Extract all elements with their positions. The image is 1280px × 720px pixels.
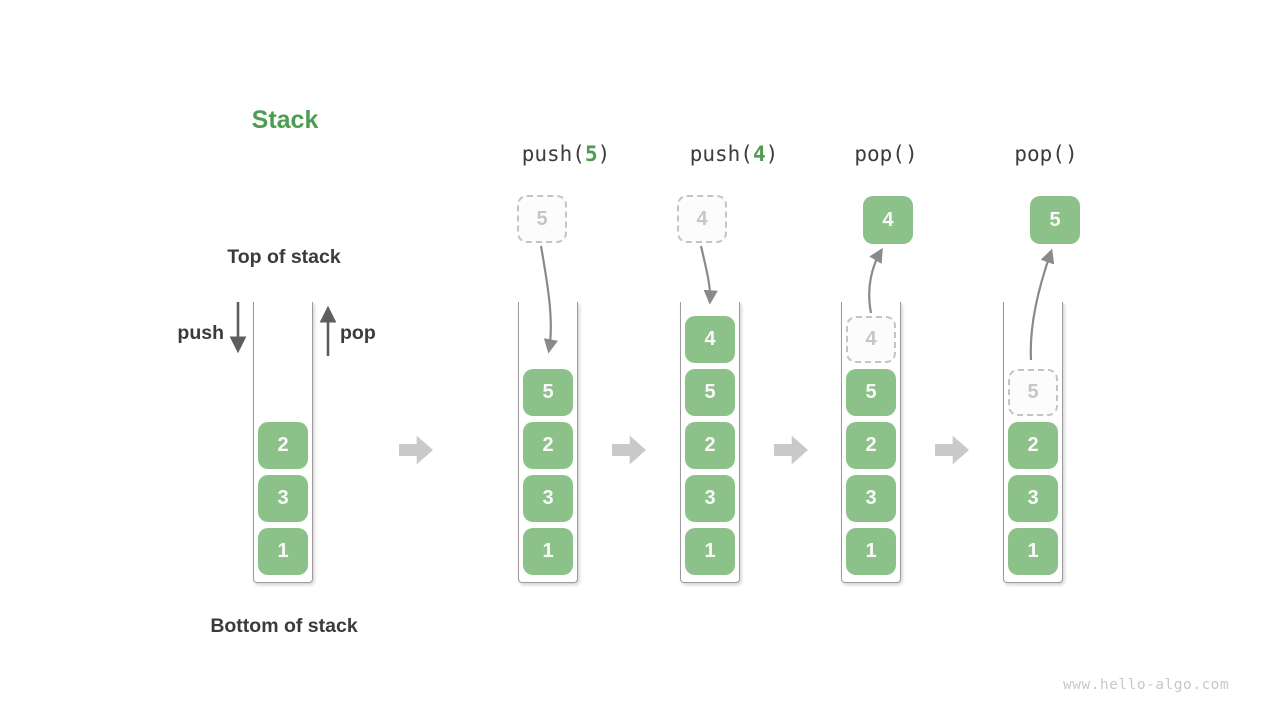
op-prefix: push( [689,142,753,166]
stack-initial: 2 3 1 [253,302,313,583]
stack-after-push-4: 4 5 2 3 1 [680,302,740,583]
stack-item-ghost: 5 [1008,369,1058,416]
floating-item-popped-5: 5 [1030,196,1080,244]
push-4-curved-arrow-icon [699,245,718,305]
page-title: Stack [251,106,319,134]
stack-item: 3 [523,475,573,522]
op-prefix: push( [521,142,585,166]
stack-item: 5 [685,369,735,416]
top-of-stack-label: Top of stack [227,246,341,268]
stack-item: 1 [846,528,896,575]
stack-after-push-5: 5 2 3 1 [518,302,578,583]
floating-item-pushed-4: 4 [677,195,727,243]
op-suffix: ) [1064,142,1078,166]
operation-label-pop-1: pop() [806,142,966,170]
bottom-of-stack-label: Bottom of stack [210,615,358,637]
floating-item-popped-4: 4 [863,196,913,244]
stack-item-ghost: 4 [846,316,896,363]
pop-label: pop [340,322,376,344]
watermark: www.hello-algo.com [1063,677,1230,693]
stack-item: 2 [258,422,308,469]
op-suffix: ) [765,142,779,166]
stack-item: 2 [523,422,573,469]
stack-item: 2 [1008,422,1058,469]
op-suffix: ) [597,142,611,166]
stack-item: 5 [846,369,896,416]
stack-item: 2 [846,422,896,469]
right-block-arrow-icon [935,435,969,465]
stack-item: 1 [1008,528,1058,575]
stack-item: 3 [685,475,735,522]
stack-item: 3 [1008,475,1058,522]
floating-item-pushed-5: 5 [517,195,567,243]
push-label: push [177,322,224,344]
stack-after-pop-4: 4 5 2 3 1 [841,302,901,583]
op-arg: 5 [584,142,598,166]
stack-item: 5 [523,369,573,416]
op-prefix: pop( [854,142,905,166]
stack-after-pop-5: 5 2 3 1 [1003,302,1063,583]
stack-item: 1 [523,528,573,575]
stack-item: 4 [685,316,735,363]
op-suffix: ) [904,142,918,166]
op-arg: 4 [752,142,766,166]
right-block-arrow-icon [612,435,646,465]
operation-label-pop-2: pop() [966,142,1126,170]
stack-item: 1 [258,528,308,575]
right-block-arrow-icon [399,435,433,465]
stack-item: 1 [685,528,735,575]
operation-label-push-4: push(4) [654,142,814,170]
stack-item: 3 [846,475,896,522]
operation-label-push-5: push(5) [486,142,646,170]
stack-item: 3 [258,475,308,522]
op-prefix: pop( [1014,142,1065,166]
right-block-arrow-icon [774,435,808,465]
stack-item: 2 [685,422,735,469]
